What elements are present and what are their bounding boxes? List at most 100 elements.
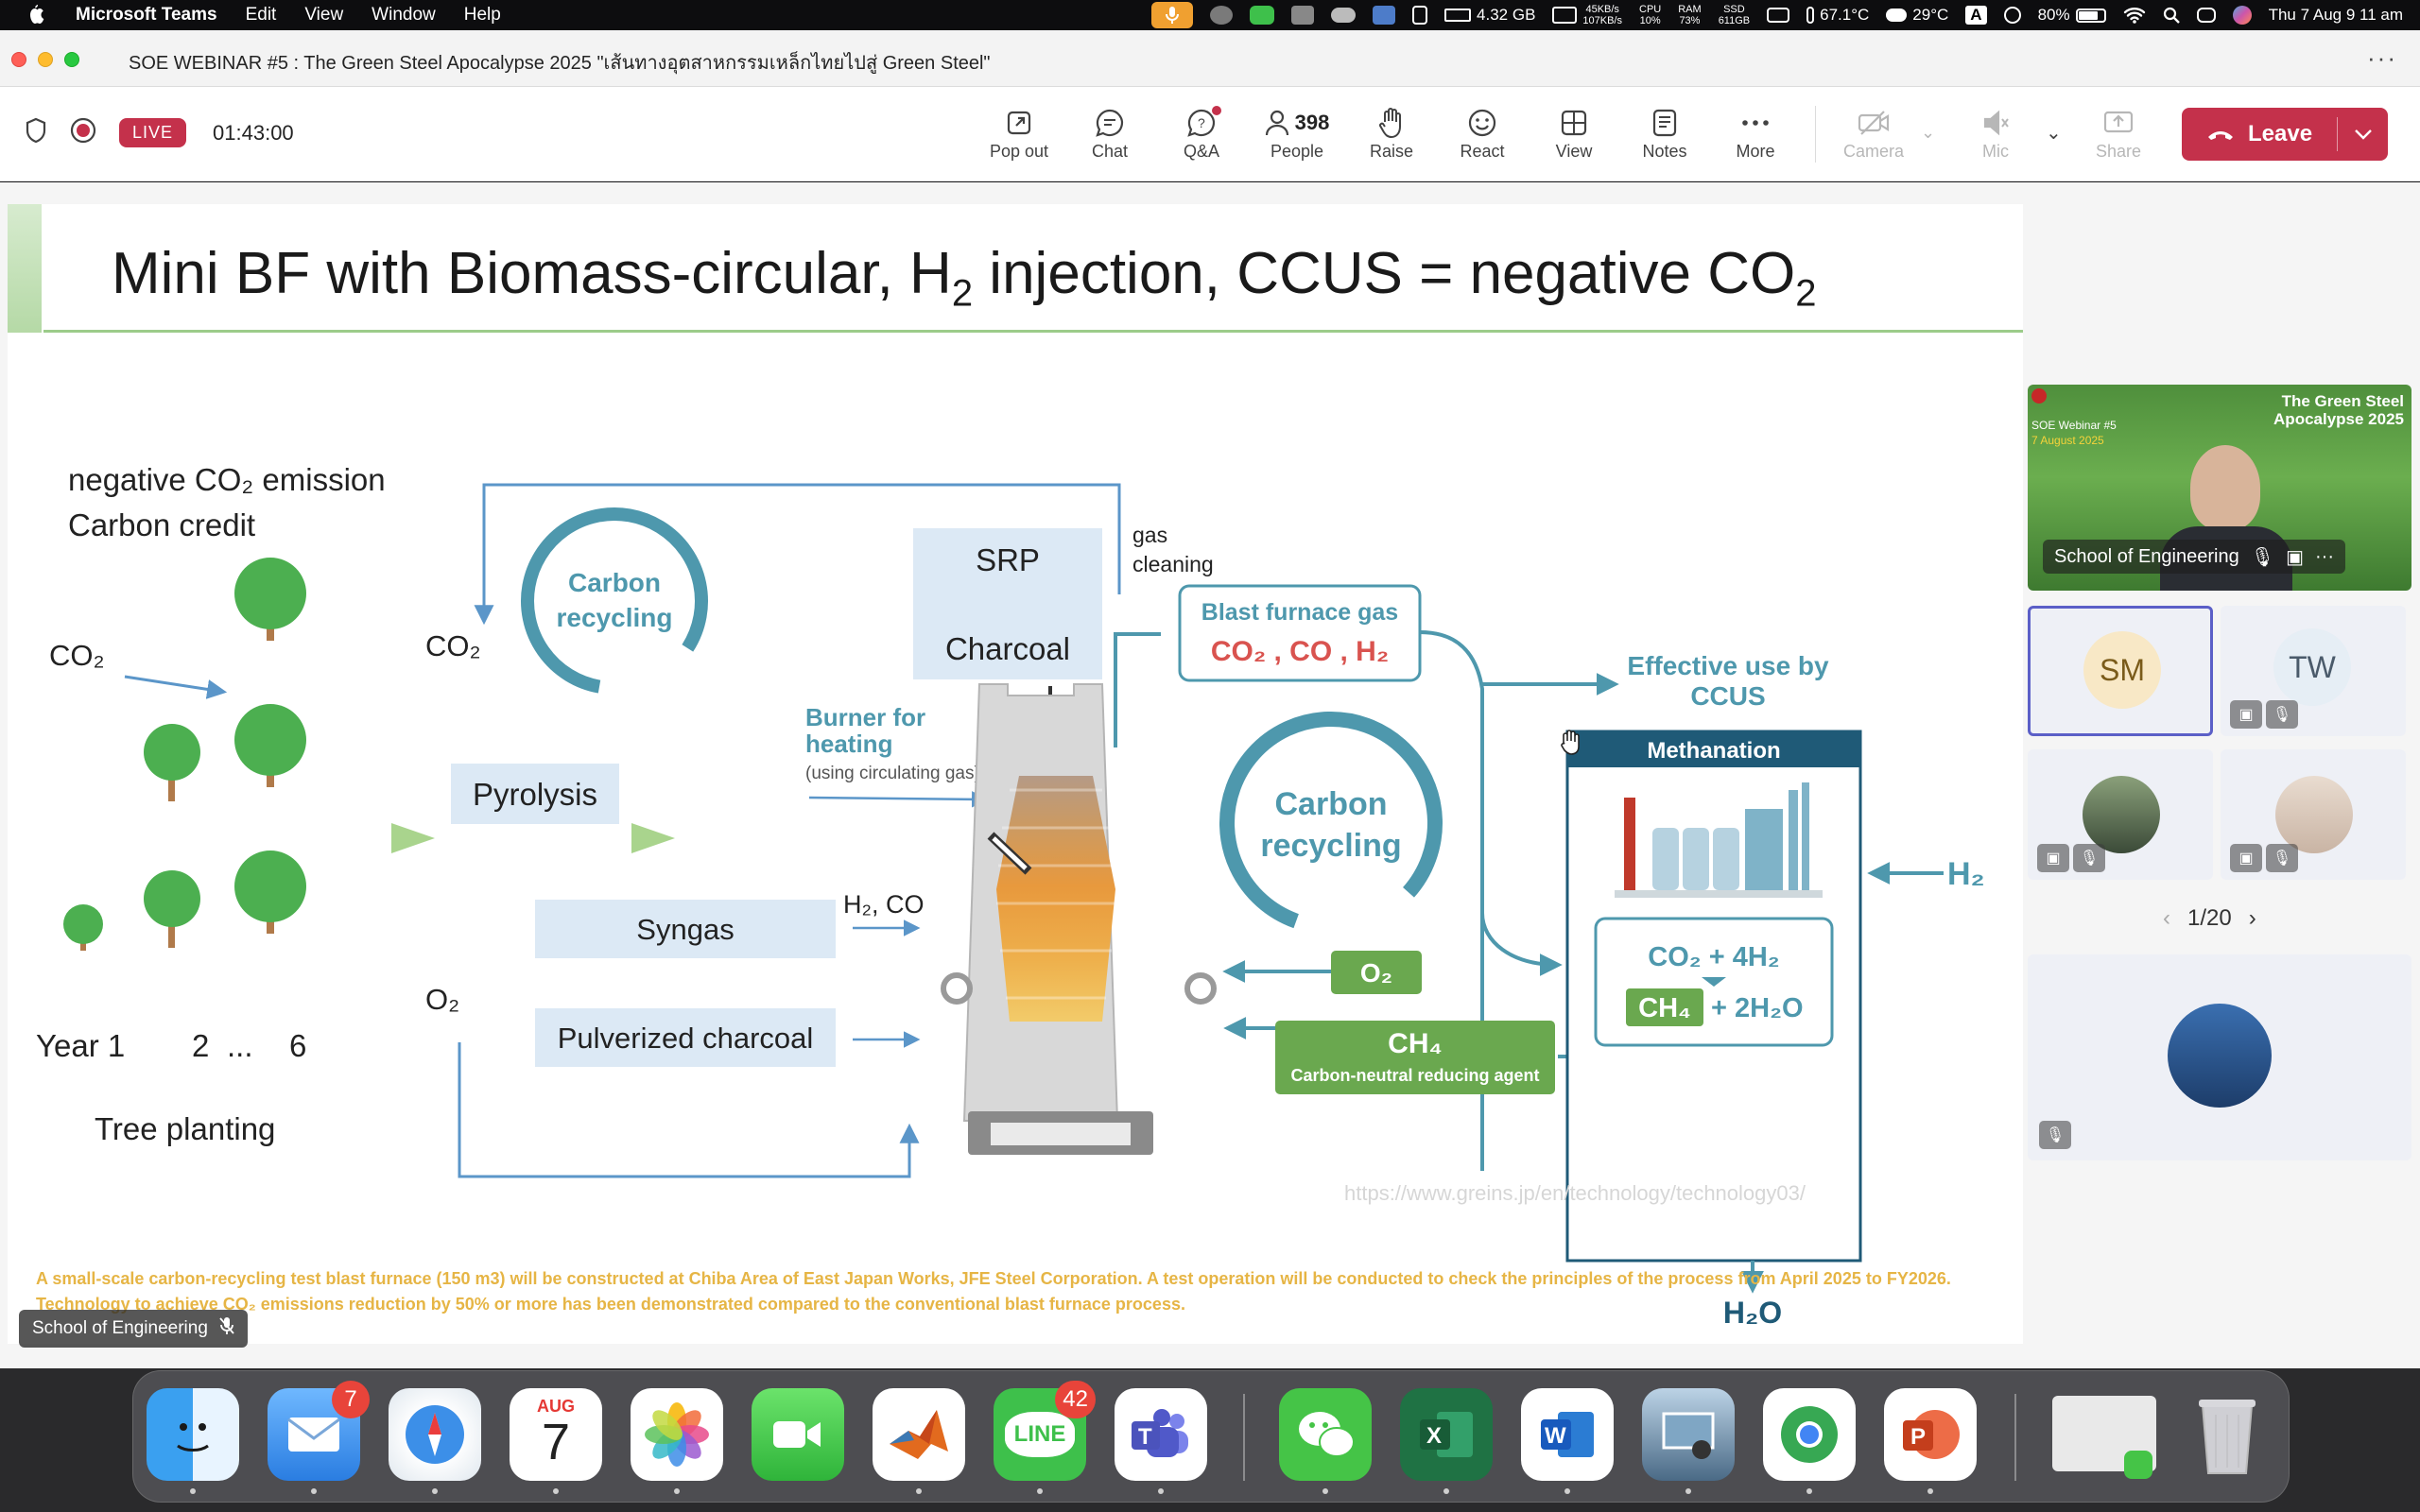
- self-video-tile[interactable]: 🎙: [2028, 954, 2411, 1160]
- minimized-window-thumbnail[interactable]: [2052, 1396, 2156, 1479]
- apple-icon[interactable]: [26, 5, 47, 26]
- running-indicator: [432, 1488, 438, 1494]
- matlab-app-icon[interactable]: [873, 1388, 965, 1481]
- zoom-window-button[interactable]: [64, 52, 79, 67]
- preview-app-icon[interactable]: [1642, 1388, 1735, 1481]
- meeting-toolbar: LIVE 01:43:00 Pop out Chat ? Q&A 398 Peo…: [0, 87, 2420, 181]
- participant-tile-sm[interactable]: SM: [2028, 606, 2213, 736]
- menu-help[interactable]: Help: [463, 5, 501, 25]
- mic-in-use-icon[interactable]: [1151, 2, 1194, 28]
- menu-clock[interactable]: Thu 7 Aug 9 11 am: [2268, 6, 2403, 24]
- chat-button[interactable]: Chat: [1067, 104, 1152, 162]
- o2-feed-arrow: [458, 1042, 920, 1178]
- powerpoint-app-icon[interactable]: P: [1884, 1388, 1977, 1481]
- leave-options-chevron-icon[interactable]: [2354, 121, 2373, 146]
- next-page-chevron-icon[interactable]: ›: [2248, 905, 2256, 931]
- notes-button[interactable]: Notes: [1622, 104, 1707, 162]
- tools-tray-icon[interactable]: [1412, 6, 1428, 25]
- slide-title-part2: injection, CCUS = negative CO: [973, 241, 1796, 306]
- facetime-app-icon[interactable]: [752, 1388, 844, 1481]
- temperature-status[interactable]: 67.1°C: [1806, 6, 1869, 25]
- hang-up-icon: [2206, 121, 2235, 147]
- view-button[interactable]: View: [1531, 104, 1616, 162]
- react-button[interactable]: React: [1440, 104, 1525, 162]
- qa-button[interactable]: ? Q&A: [1159, 104, 1244, 162]
- slide-footnote: A small-scale carbon-recycling test blas…: [36, 1269, 1951, 1314]
- mail-app-icon[interactable]: 7: [268, 1381, 370, 1481]
- teams-tray-icon[interactable]: [1291, 6, 1315, 25]
- featured-video-tile[interactable]: The Green Steel Apocalypse 2025 SOE Webi…: [2028, 385, 2411, 591]
- carbon-recycling-ring-icon: [1219, 712, 1443, 935]
- teams-app-icon[interactable]: T: [1115, 1388, 1207, 1481]
- record-icon: [2031, 388, 2047, 404]
- wechat-app-icon[interactable]: [1279, 1388, 1372, 1481]
- memory-status[interactable]: 4.32 GB: [1444, 6, 1535, 25]
- spotlight-search-icon[interactable]: [2163, 7, 2180, 24]
- reaction-arrow-icon: [1702, 977, 1726, 987]
- cloud-tray-icon[interactable]: [1331, 8, 1357, 23]
- menu-view[interactable]: View: [304, 5, 344, 25]
- finder-app-icon[interactable]: [147, 1388, 239, 1481]
- mic-button[interactable]: Mic: [1953, 104, 2038, 162]
- participants-pane: The Green Steel Apocalypse 2025 SOE Webi…: [2023, 182, 2420, 1368]
- people-icon: 398: [1253, 104, 1340, 142]
- tile-more-icon[interactable]: ···: [2315, 545, 2334, 567]
- camera-options-chevron-icon[interactable]: ⌄: [1921, 123, 1936, 142]
- camera-label: Camera: [1842, 142, 1905, 161]
- people-button[interactable]: 398 People: [1253, 104, 1340, 162]
- thermometer-icon: [1806, 7, 1815, 24]
- carbon-recycling-label-left-2: recycling: [557, 603, 673, 632]
- participant-tile-tw[interactable]: TW ▣ 🎙: [2221, 606, 2406, 736]
- line-app-icon[interactable]: LINE 42: [994, 1381, 1096, 1481]
- chrome-app-icon[interactable]: [1763, 1388, 1856, 1481]
- menu-edit[interactable]: Edit: [245, 5, 277, 25]
- participant-tile-photo-1[interactable]: ▣ 🎙: [2028, 749, 2213, 880]
- macos-dock: 7 AUG 7 LINE 42 T X W: [132, 1370, 2290, 1503]
- weather-value: 29°C: [1912, 6, 1949, 24]
- photos-app-icon[interactable]: [631, 1388, 723, 1481]
- more-button[interactable]: More: [1713, 104, 1798, 162]
- input-source[interactable]: A: [1965, 6, 1987, 25]
- safari-app-icon[interactable]: [389, 1388, 481, 1481]
- gear-tray-icon[interactable]: [1373, 6, 1396, 25]
- raise-hand-button[interactable]: Raise: [1349, 104, 1434, 162]
- mic-options-chevron-icon[interactable]: ⌄: [2046, 123, 2062, 144]
- camera-button[interactable]: Camera: [1831, 104, 1916, 162]
- participant-tile-photo-2[interactable]: ▣ 🎙: [2221, 749, 2406, 880]
- leave-button[interactable]: Leave: [2182, 108, 2388, 161]
- recording-icon[interactable]: [70, 117, 96, 148]
- menu-app-name[interactable]: Microsoft Teams: [76, 5, 217, 25]
- wifi-icon[interactable]: [2123, 7, 2146, 24]
- grab-cursor-icon: [1561, 730, 1580, 755]
- wechat-badge-icon: [2124, 1451, 2152, 1479]
- play-tray-icon[interactable]: [2003, 7, 2021, 24]
- control-center-icon[interactable]: [2196, 8, 2216, 23]
- popout-button[interactable]: Pop out: [977, 104, 1062, 162]
- close-window-button[interactable]: [11, 52, 26, 67]
- svg-text:W: W: [1545, 1423, 1566, 1449]
- line-tray-icon[interactable]: [1250, 6, 1275, 25]
- running-indicator: [1927, 1488, 1933, 1494]
- to-methanation-arrow: [1480, 781, 1563, 976]
- siri-icon[interactable]: [2232, 6, 2252, 25]
- calendar-app-icon[interactable]: AUG 7: [510, 1388, 602, 1481]
- wechat-tray-icon[interactable]: [1210, 6, 1234, 25]
- window-more-icon[interactable]: ···: [2367, 43, 2397, 72]
- trash-icon[interactable]: [2181, 1388, 2273, 1481]
- weather-status[interactable]: 29°C: [1886, 6, 1948, 25]
- minimize-window-button[interactable]: [38, 52, 53, 67]
- battery-status[interactable]: 80%: [2038, 6, 2106, 25]
- share-button[interactable]: Share: [2076, 104, 2161, 162]
- chemical-plant-icon: [1615, 782, 1823, 898]
- shield-icon[interactable]: [25, 117, 47, 148]
- excel-app-icon[interactable]: X: [1400, 1388, 1493, 1481]
- menu-window[interactable]: Window: [372, 5, 436, 25]
- word-app-icon[interactable]: W: [1521, 1388, 1614, 1481]
- previous-page-chevron-icon[interactable]: ‹: [2163, 905, 2170, 931]
- screen-tray-icon[interactable]: [1767, 8, 1790, 23]
- ram-value: 73%: [1679, 15, 1701, 26]
